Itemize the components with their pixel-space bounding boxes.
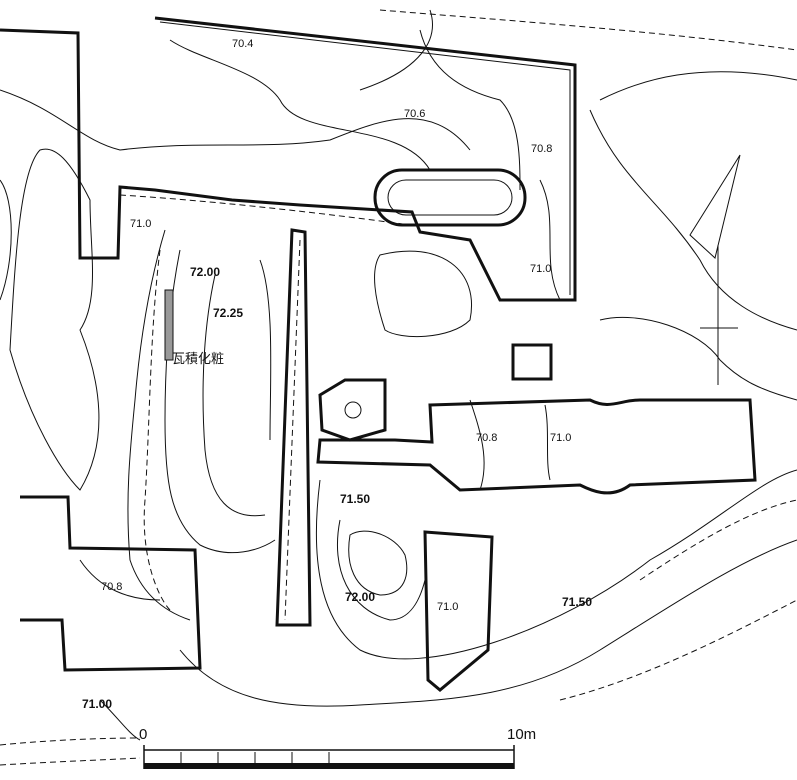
pit-square	[511, 343, 553, 381]
stone-feature	[318, 378, 387, 442]
contour-label: 70.8	[476, 432, 498, 444]
contour-label: 71.0	[530, 263, 552, 275]
trenches	[0, 16, 757, 692]
contour-label: 71.50	[562, 595, 593, 609]
north-arrow-icon	[689, 154, 741, 385]
contour-label: 70.4	[232, 38, 254, 50]
contour-label: 71.0	[437, 601, 459, 613]
scale-end-label: 10m	[507, 726, 537, 743]
contour-label: 71.0	[130, 218, 152, 230]
trench-central	[275, 228, 312, 627]
contour-label: 70.8	[531, 143, 553, 155]
contour-label: 71.0	[550, 432, 572, 444]
contour-label: 72.00	[345, 590, 376, 604]
trench-south	[423, 530, 494, 692]
stone-oval	[373, 168, 527, 227]
contour-label: 71.00	[82, 697, 113, 711]
scale-start-label: 0	[139, 726, 148, 743]
scale-bar	[143, 745, 515, 769]
contour-label: 72.00	[190, 265, 221, 279]
contour-label: 70.6	[404, 108, 426, 120]
trench-southwest	[20, 495, 202, 672]
trench-north	[0, 16, 577, 302]
contour-label: 72.25	[213, 306, 244, 320]
contour-label: 71.50	[340, 492, 371, 506]
trench-east	[316, 398, 757, 495]
dashed-lines	[0, 9, 797, 766]
contour-lines	[0, 9, 797, 741]
contour-label: 70.8	[101, 581, 123, 593]
annotation-label: 瓦積化粧	[172, 352, 225, 367]
